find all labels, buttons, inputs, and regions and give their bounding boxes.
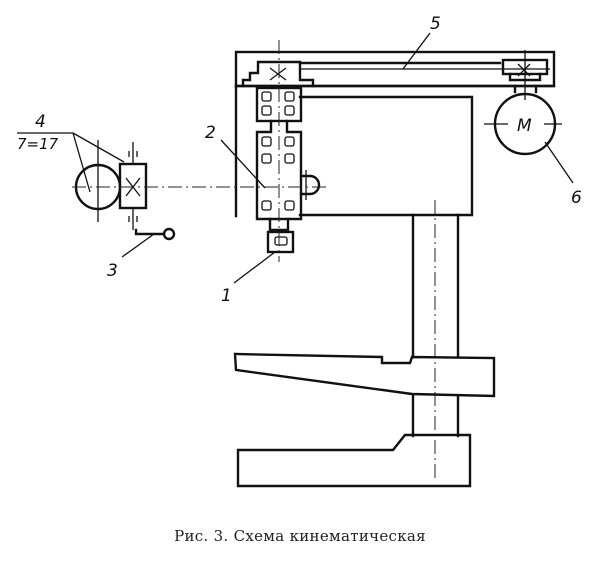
motor-symbol: M (517, 116, 532, 136)
belt-drive (298, 61, 550, 70)
electric-motor: M (484, 50, 562, 156)
callout-4: 4 (35, 112, 46, 132)
leader-lines (17, 32, 574, 284)
callout-3: 3 (107, 261, 118, 281)
work-table (233, 352, 496, 398)
spindle-pulley (241, 60, 315, 88)
figure-caption: Рис. 3. Схема кинематическая (174, 527, 426, 545)
callout-6: 6 (571, 188, 582, 208)
rack-pinion (299, 170, 321, 200)
worm-gear (74, 140, 148, 230)
callout-4-ratio: 7=17 (17, 135, 59, 153)
feed-handle (134, 227, 176, 241)
spindle-chuck (266, 230, 295, 254)
callout-5: 5 (430, 14, 441, 34)
callout-1: 1 (221, 286, 232, 306)
head-body (234, 84, 556, 217)
callout-2: 2 (205, 123, 216, 143)
base (236, 433, 472, 488)
head-top-frame (234, 50, 556, 218)
column (411, 200, 460, 480)
